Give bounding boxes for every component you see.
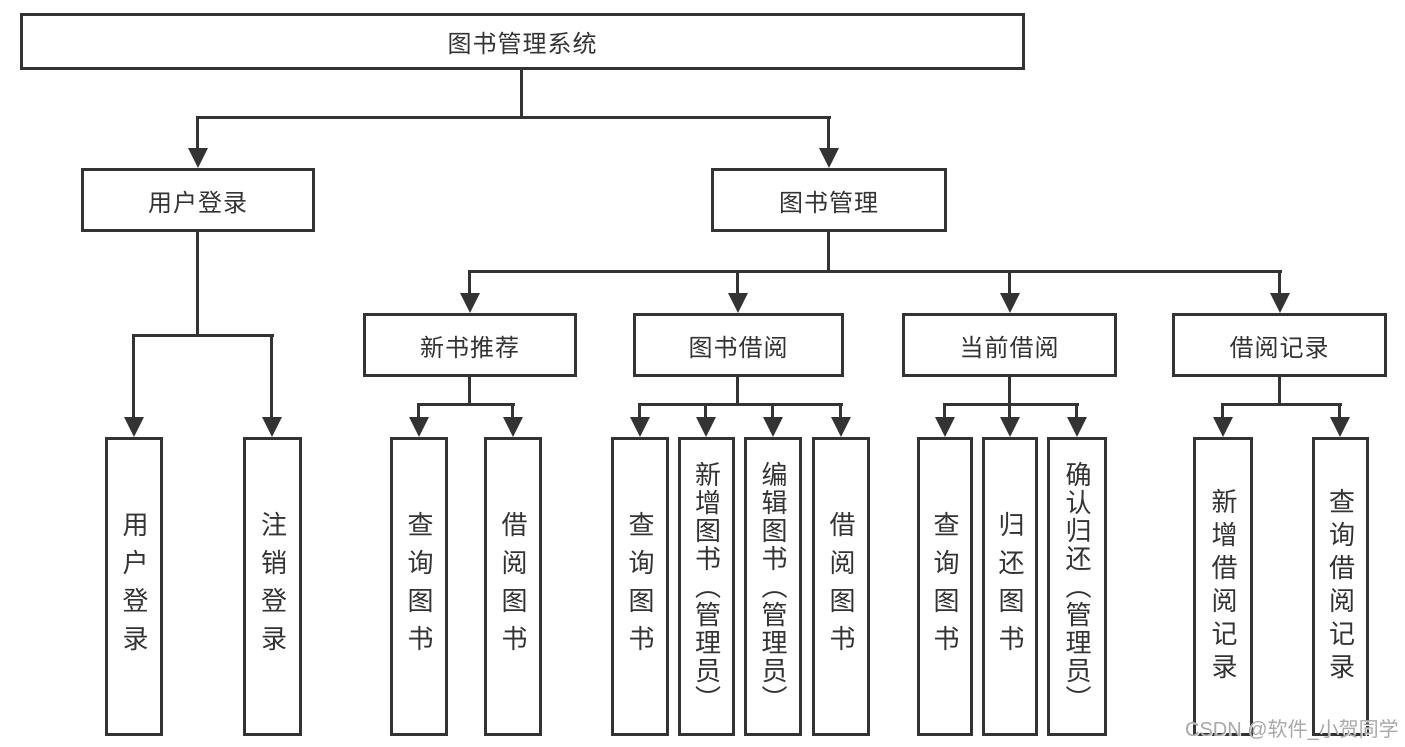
arrowhead-icon: [460, 293, 480, 313]
node-leaf-query-books-1: 查询图书: [390, 437, 448, 736]
connector-leaf-stub: [417, 405, 420, 419]
arrowhead-icon: [409, 417, 429, 437]
watermark: CSDN @软件_小贺同学: [1185, 719, 1399, 741]
arrowhead-icon: [1330, 417, 1350, 437]
node-leaf-borrow-books-1: 借阅图书: [484, 437, 542, 736]
node-leaf-add-books-admin: 新增图书（管理员）: [678, 437, 735, 736]
node-leaf-edit-books-admin: 编辑图书（管理员）: [744, 437, 802, 736]
connector-new-book-rail: [417, 403, 515, 406]
node-book-borrow: 图书借阅: [633, 313, 844, 377]
connector-book-borrow-rail: [638, 403, 843, 406]
arrowhead-icon: [1000, 293, 1020, 313]
connector-borrow-records-stub: [1278, 377, 1281, 405]
node-leaf-query-books-3: 查询图书: [917, 437, 973, 736]
connector-to-new-book: [468, 272, 471, 295]
connector-leaf-stub: [839, 405, 842, 419]
connector-new-book-stub: [468, 377, 471, 405]
connector-current-borrow-stub: [1008, 377, 1011, 405]
connector-book-borrow-stub: [736, 377, 739, 405]
arrowhead-icon: [819, 148, 839, 168]
node-leaf-return-books: 归还图书: [982, 437, 1038, 736]
connector-to-current-borrow: [1008, 272, 1011, 295]
arrowhead-icon: [763, 417, 783, 437]
connector-to-book-borrow: [736, 272, 739, 295]
connector-leaf-stub: [1008, 405, 1011, 419]
node-root: 图书管理系统: [20, 13, 1025, 70]
connector-leaf-stub: [1075, 405, 1078, 419]
node-leaf-query-borrow-record: 查询借阅记录: [1312, 437, 1369, 736]
arrowhead-icon: [935, 417, 955, 437]
connector-level3-rail: [468, 270, 1282, 273]
node-leaf-borrow-books-2: 借阅图书: [812, 437, 870, 736]
arrowhead-icon: [728, 293, 748, 313]
connector-root-stub: [520, 70, 523, 118]
connector-leaf-stub: [1221, 405, 1224, 419]
connector-leaf-stub: [638, 405, 641, 419]
connector-borrow-records-rail: [1221, 403, 1342, 406]
arrowhead-icon: [124, 417, 144, 437]
connector-to-user-login: [196, 118, 199, 152]
connector-book-management-stub: [827, 232, 830, 272]
arrowhead-icon: [831, 417, 851, 437]
node-book-management: 图书管理: [711, 168, 947, 232]
connector-level2-rail: [196, 116, 831, 119]
connector-leaf-stub: [943, 405, 946, 419]
node-leaf-user-login: 用户登录: [105, 437, 163, 736]
connector-leaf-stub: [511, 405, 514, 419]
connector-to-leaf-logout: [270, 336, 273, 419]
node-leaf-confirm-return-admin: 确认归还（管理员）: [1047, 437, 1107, 736]
arrowhead-icon: [696, 417, 716, 437]
node-leaf-add-borrow-record: 新增借阅记录: [1193, 437, 1253, 736]
arrowhead-icon: [630, 417, 650, 437]
arrowhead-icon: [503, 417, 523, 437]
arrowhead-icon: [1000, 417, 1020, 437]
connector-leaf-stub: [704, 405, 707, 419]
node-borrow-records: 借阅记录: [1172, 313, 1387, 377]
connector-to-leaf-user-login: [132, 336, 135, 419]
connector-leaf-stub: [771, 405, 774, 419]
arrowhead-icon: [1067, 417, 1087, 437]
node-current-borrow: 当前借阅: [902, 313, 1117, 377]
connector-to-book-management: [827, 118, 830, 152]
node-new-book-recommend: 新书推荐: [363, 313, 577, 377]
connector-current-borrow-rail: [943, 403, 1079, 406]
connector-user-login-stub: [196, 232, 199, 336]
connector-to-borrow-records: [1278, 272, 1281, 295]
node-leaf-query-books-2: 查询图书: [611, 437, 669, 736]
arrowhead-icon: [1270, 293, 1290, 313]
node-leaf-logout: 注销登录: [243, 437, 302, 736]
connector-user-login-rail: [132, 334, 274, 337]
node-user-login: 用户登录: [81, 168, 315, 232]
arrowhead-icon: [188, 148, 208, 168]
arrowhead-icon: [1213, 417, 1233, 437]
connector-leaf-stub: [1338, 405, 1341, 419]
arrowhead-icon: [262, 417, 282, 437]
